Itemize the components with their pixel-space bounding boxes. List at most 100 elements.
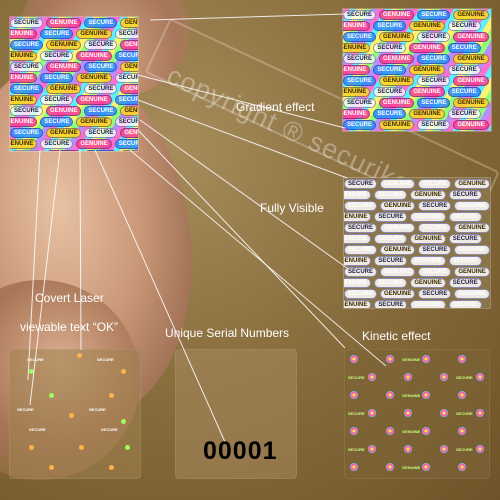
hologram-word-chip: SECURE xyxy=(448,190,482,200)
hologram-word-chip: SECURE xyxy=(84,106,118,116)
kinetic-flower xyxy=(440,445,448,453)
hologram-word-chip: SECURE xyxy=(418,289,452,299)
hologram-word-chip: SECURE xyxy=(344,179,378,189)
hologram-word-chip: GENUINE xyxy=(453,76,489,86)
leader-line-kinetic xyxy=(137,129,346,349)
hologram-word-chip: GENUINE xyxy=(410,234,446,244)
kinetic-flower xyxy=(350,355,358,363)
hologram-word-chip: GENUINE xyxy=(410,190,446,200)
hologram-word-chip: SECURE xyxy=(10,40,44,50)
hologram-word-chip: SECURE xyxy=(374,278,408,288)
serial-number: 00001 xyxy=(203,437,278,465)
hologram-word-chip: GENUINE xyxy=(76,73,112,83)
leader-line-gradient xyxy=(149,13,346,21)
hologram-word-chip: GENUINE xyxy=(379,10,415,20)
kinetic-flower xyxy=(476,373,484,381)
hologram-gradient-tile: SECUREGENUINESECUREGENUINEGENUINESECUREG… xyxy=(343,9,491,131)
kinetic-word: GENUINE xyxy=(402,357,421,362)
hologram-word-chip: SECURE xyxy=(418,267,452,277)
hologram-word-chip: SECURE xyxy=(10,84,44,94)
hologram-word-chip: GENUINE xyxy=(46,106,82,116)
hologram-word-chip: SECURE xyxy=(447,109,481,119)
kinetic-flower xyxy=(404,373,412,381)
kinetic-flower xyxy=(422,463,430,471)
hologram-word-chip: SECURE xyxy=(417,32,451,42)
hologram-word-chip: SECURE xyxy=(373,21,407,31)
hologram-word-chip: GENUINE xyxy=(379,32,415,42)
kinetic-flower xyxy=(422,427,430,435)
kinetic-flower xyxy=(368,373,376,381)
label-covert-laser: Covert Laser xyxy=(35,291,104,305)
hologram-word-chip: SECURE xyxy=(344,267,378,277)
kinetic-word: GENUINE xyxy=(402,465,421,470)
kinetic-flower xyxy=(350,463,358,471)
hologram-word-chip: GENUINE xyxy=(380,179,416,189)
covert-dot xyxy=(125,445,130,450)
hologram-word-chip: SECURE xyxy=(344,289,378,299)
hologram-word-chip: SECURE xyxy=(417,76,451,86)
hologram-word-chip: SECURE xyxy=(373,87,407,97)
hologram-word-chip: SECURE xyxy=(344,245,378,255)
hologram-word-chip: GENUINE xyxy=(120,62,138,72)
hologram-word-chip: GENUINE xyxy=(410,256,446,266)
hologram-word-chip: GENUINE xyxy=(343,87,371,97)
hologram-word-chip: GENUINE xyxy=(380,289,416,299)
hologram-word-chip: SECURE xyxy=(418,223,452,233)
hologram-word-chip: GENUINE xyxy=(344,212,372,222)
hologram-word-chip: SECURE xyxy=(114,29,138,39)
covert-word: SECURE xyxy=(97,357,114,362)
hologram-visible-tile: SECUREGENUINESECUREGENUINEGENUINESECUREG… xyxy=(344,178,490,308)
kinetic-word: SECURE xyxy=(456,411,473,416)
hologram-word-chip: GENUINE xyxy=(46,18,82,28)
hologram-word-chip: GENUINE xyxy=(76,29,112,39)
hologram-word-chip: GENUINE xyxy=(453,10,489,20)
hologram-word-chip: SECURE xyxy=(448,234,482,244)
hologram-word-chip: SECURE xyxy=(343,54,377,64)
hologram-word-chip: GENUINE xyxy=(379,76,415,86)
leader-line-visible-2 xyxy=(139,119,348,269)
hologram-word-chip: GENUINE xyxy=(380,201,416,211)
hologram-word-chip: GENUINE xyxy=(10,51,38,61)
hologram-word-chip: SECURE xyxy=(114,95,138,105)
hologram-word-chip: GENUINE xyxy=(410,278,446,288)
hologram-word-chip: GENUINE xyxy=(10,139,38,149)
hologram-word-chip: SECURE xyxy=(40,29,74,39)
hologram-word-chip: GENUINE xyxy=(409,65,445,75)
hologram-word-chip: SECURE xyxy=(447,65,481,75)
leader-line-covert xyxy=(79,149,82,351)
kinetic-flower xyxy=(404,409,412,417)
hologram-word-chip: GENUINE xyxy=(120,150,138,151)
kinetic-flower xyxy=(404,445,412,453)
kinetic-word: GENUINE xyxy=(402,429,421,434)
hologram-word-chip: SECURE xyxy=(84,40,118,50)
hologram-word-chip: SECURE xyxy=(343,76,377,86)
kinetic-flower xyxy=(386,463,394,471)
hologram-word-chip: GENUINE xyxy=(46,128,82,138)
hologram-word-chip: SECURE xyxy=(10,106,44,116)
hologram-word-chip: GENUINE xyxy=(343,109,371,119)
hologram-word-chip: GENUINE xyxy=(410,300,446,308)
hologram-word-chip: GENUINE xyxy=(46,62,82,72)
hologram-word-chip: GENUINE xyxy=(120,18,138,28)
hologram-word-chip: GENUINE xyxy=(344,278,372,288)
kinetic-flower xyxy=(350,391,358,399)
hologram-word-chip: SECURE xyxy=(10,62,44,72)
hologram-word-chip: GENUINE xyxy=(409,21,445,31)
kinetic-flower xyxy=(458,391,466,399)
hologram-word-chip: SECURE xyxy=(10,128,44,138)
